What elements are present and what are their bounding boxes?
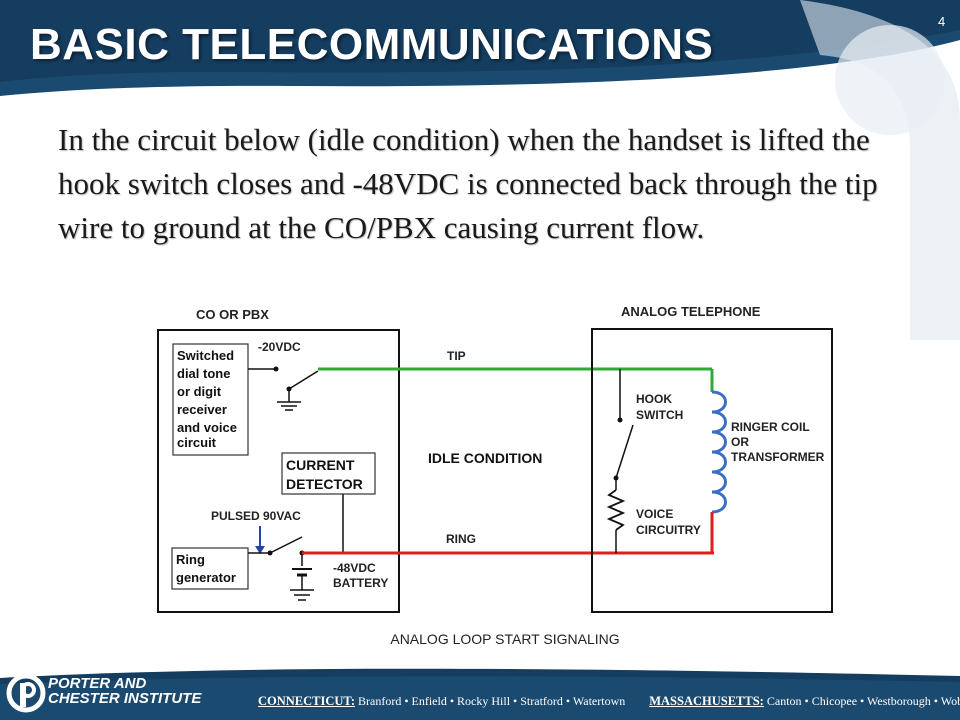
connecticut-label: CONNECTICUT: [258,694,355,708]
ringer-line-2: OR [731,435,749,449]
switched-line-6: circuit [177,435,217,450]
campus-locations: CONNECTICUT: Branford • Enfield • Rocky … [258,694,960,709]
ring-generator-box [171,547,249,590]
ringer-line-3: TRANSFORMER [731,450,825,464]
massachusetts-towns: Canton • Chicopee • Westborough • Woburn [766,694,960,708]
switched-line-3: or digit [177,384,222,399]
tip-label: TIP [447,349,466,363]
ring-switch-arm [269,536,303,554]
battery-line-2: BATTERY [333,576,388,590]
idle-condition-label: IDLE CONDITION [428,450,542,466]
battery-line-1: -48VDC [333,561,376,575]
co-switch-arm [288,370,319,390]
ringer-coil [711,390,727,514]
background-logo-watermark [800,0,960,340]
slide-title: BASIC TELECOMMUNICATIONS [30,20,714,69]
slide-body-text: In the circuit below (idle condition) wh… [58,122,878,245]
massachusetts-label: MASSACHUSETTS: [649,694,764,708]
hook-switch-line-1: HOOK [636,392,672,406]
ring-generator-line-2: generator [176,570,236,585]
voice-circuitry-line-1: VOICE [636,507,673,521]
switched-line-1: Switched [177,348,234,363]
ringer-line-1: RINGER COIL [731,420,810,434]
brand-line-1: PORTER AND [48,675,147,692]
voice-circuitry-line-2: CIRCUITRY [636,523,701,537]
voice-circuitry-resistor [606,489,626,531]
current-detector-line-2: DETECTOR [286,476,363,492]
page-number: 4 [938,14,946,29]
analog-telephone-box [591,328,833,613]
pulsed-90vac-label: PULSED 90VAC [211,509,301,523]
hook-switch-line-2: SWITCH [636,408,683,422]
minus-20vdc-label: -20VDC [258,340,301,354]
switched-line-2: dial tone [177,366,230,381]
circuit-diagram: CO OR PBX Switched dial tone or digit re… [157,304,833,613]
brand-name: PORTER AND CHESTER INSTITUTE [48,676,201,706]
brand-line-2: CHESTER INSTITUTE [48,690,202,707]
hook-switch-arm [615,424,634,479]
connecticut-towns: Branford • Enfield • Rocky Hill • Stratf… [358,694,626,708]
porter-chester-logo-icon [6,673,46,713]
diagram-caption: ANALOG LOOP START SIGNALING [390,631,620,647]
header-band [0,0,960,100]
co-pbx-box [157,329,400,613]
footer-band [0,668,960,720]
ring-label: RING [446,532,476,546]
switched-line-4: receiver [177,402,227,417]
ring-generator-line-1: Ring [176,552,205,567]
switched-line-5: and voice [177,420,237,435]
analog-telephone-label: ANALOG TELEPHONE [621,304,761,319]
current-detector-box [281,452,376,495]
current-detector-line-1: CURRENT [286,457,355,473]
switched-dial-tone-box [172,343,249,456]
co-pbx-label: CO OR PBX [196,307,269,322]
